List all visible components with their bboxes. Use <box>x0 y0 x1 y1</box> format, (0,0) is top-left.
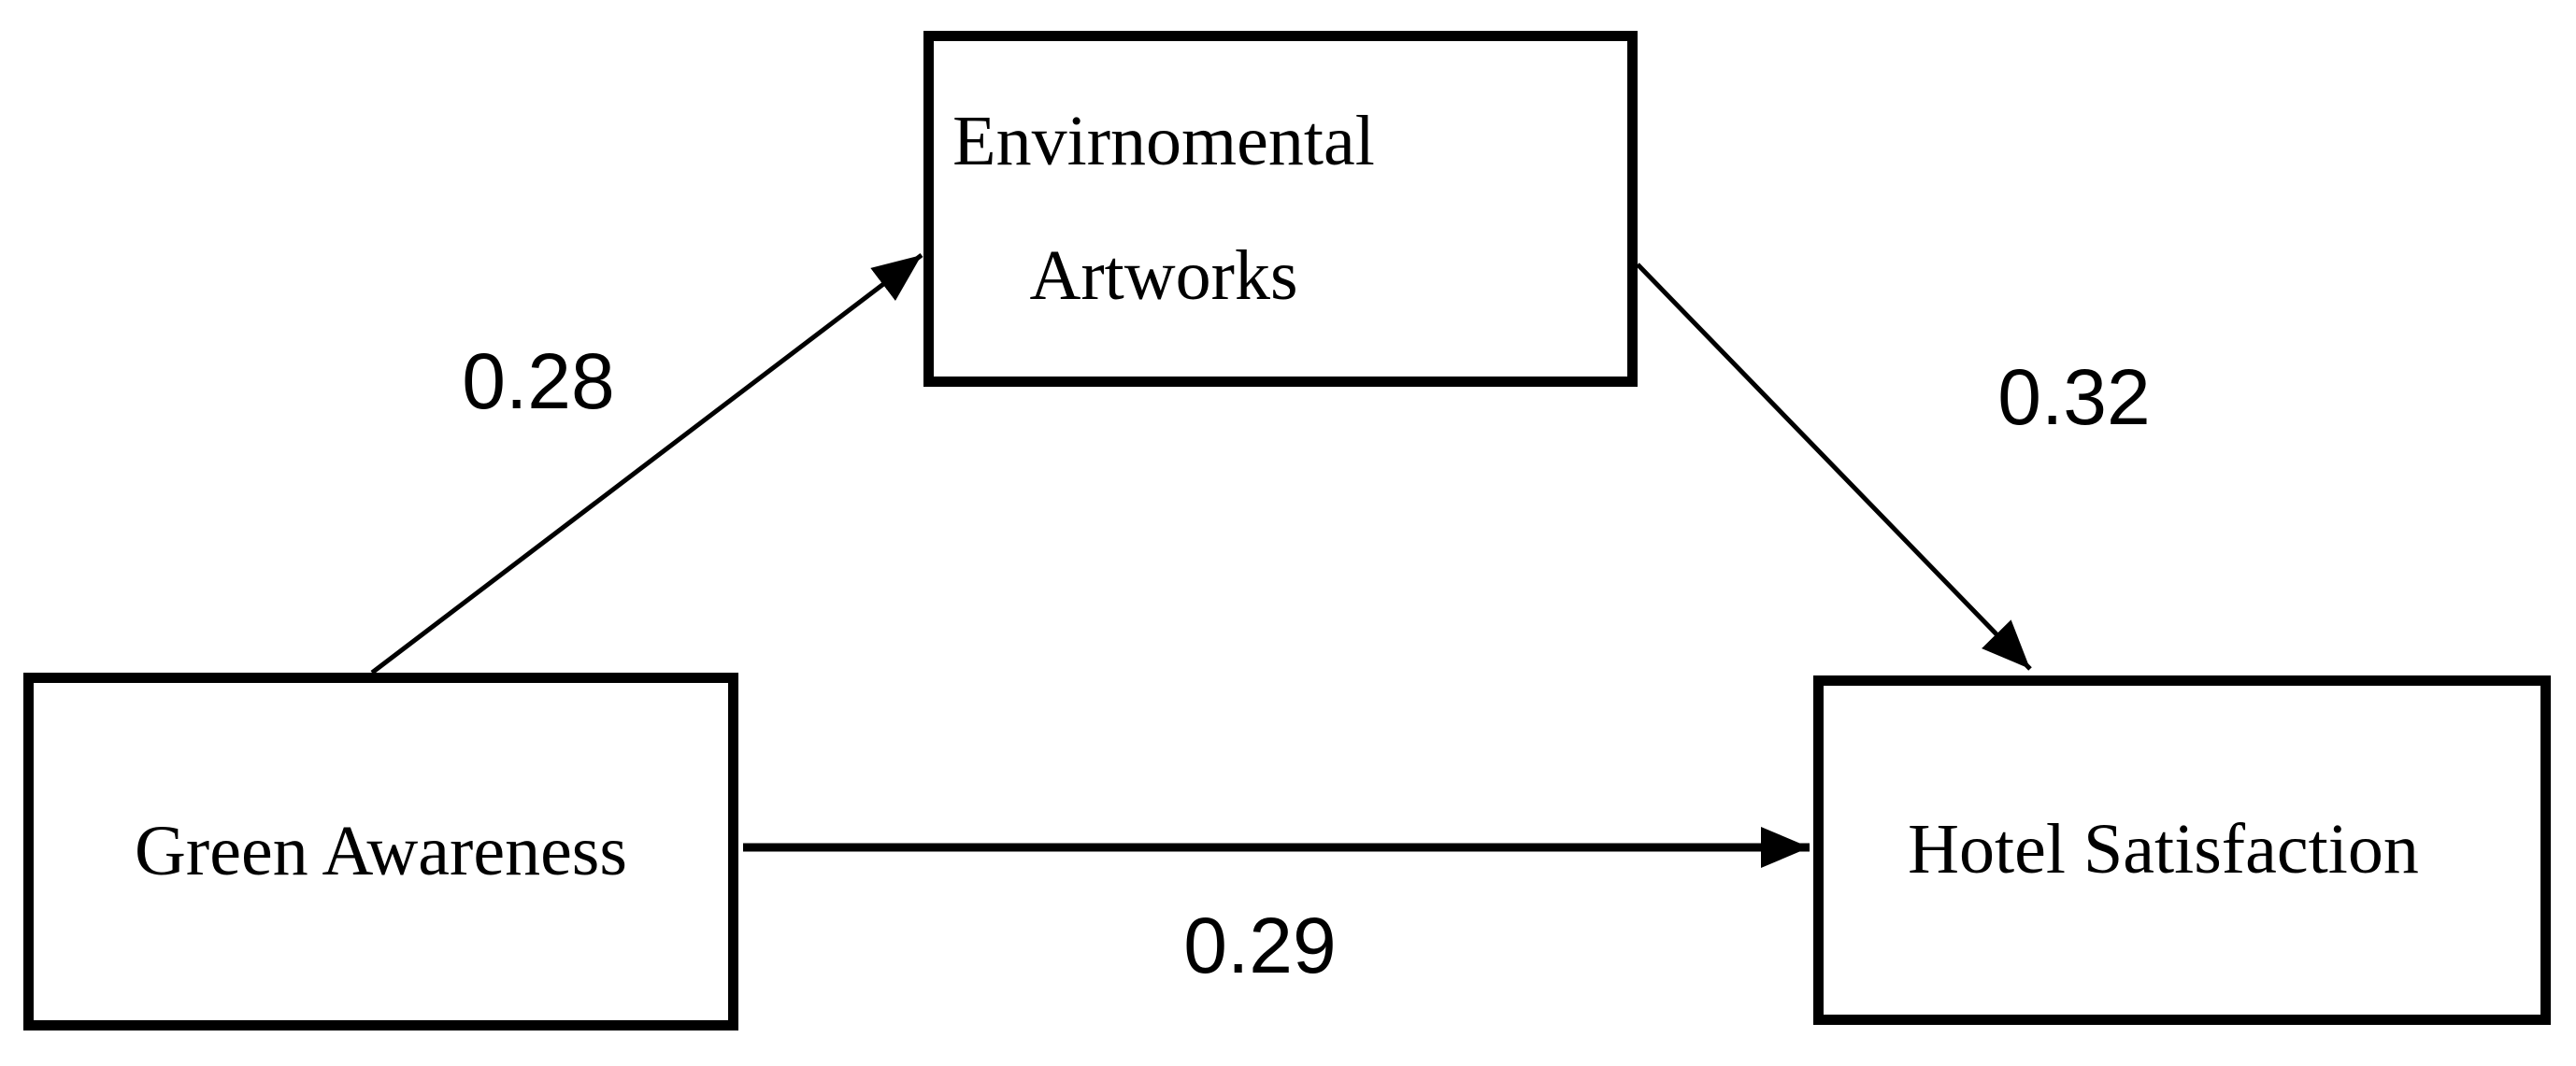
outcome-node-hotel-satisfaction: Hotel Satisfaction <box>1813 675 2551 1025</box>
predictor-node-green-awareness: Green Awareness <box>23 673 738 1030</box>
path-a-arrow <box>370 253 923 675</box>
path-b-coefficient: 0.32 <box>1997 353 2151 441</box>
path-a-coefficient: 0.28 <box>462 337 615 425</box>
path-c-coefficient: 0.29 <box>1183 902 1337 989</box>
outcome-label: Hotel Satisfaction <box>1908 810 2419 889</box>
path-b-arrow <box>1636 263 2032 671</box>
predictor-label: Green Awareness <box>135 811 627 890</box>
mediator-node-environmental-artworks: Envirnomental Artworks <box>923 31 1638 387</box>
mediator-label-line1: Envirnomental <box>952 102 1375 181</box>
mediator-label-line2: Artworks <box>1029 235 1298 315</box>
